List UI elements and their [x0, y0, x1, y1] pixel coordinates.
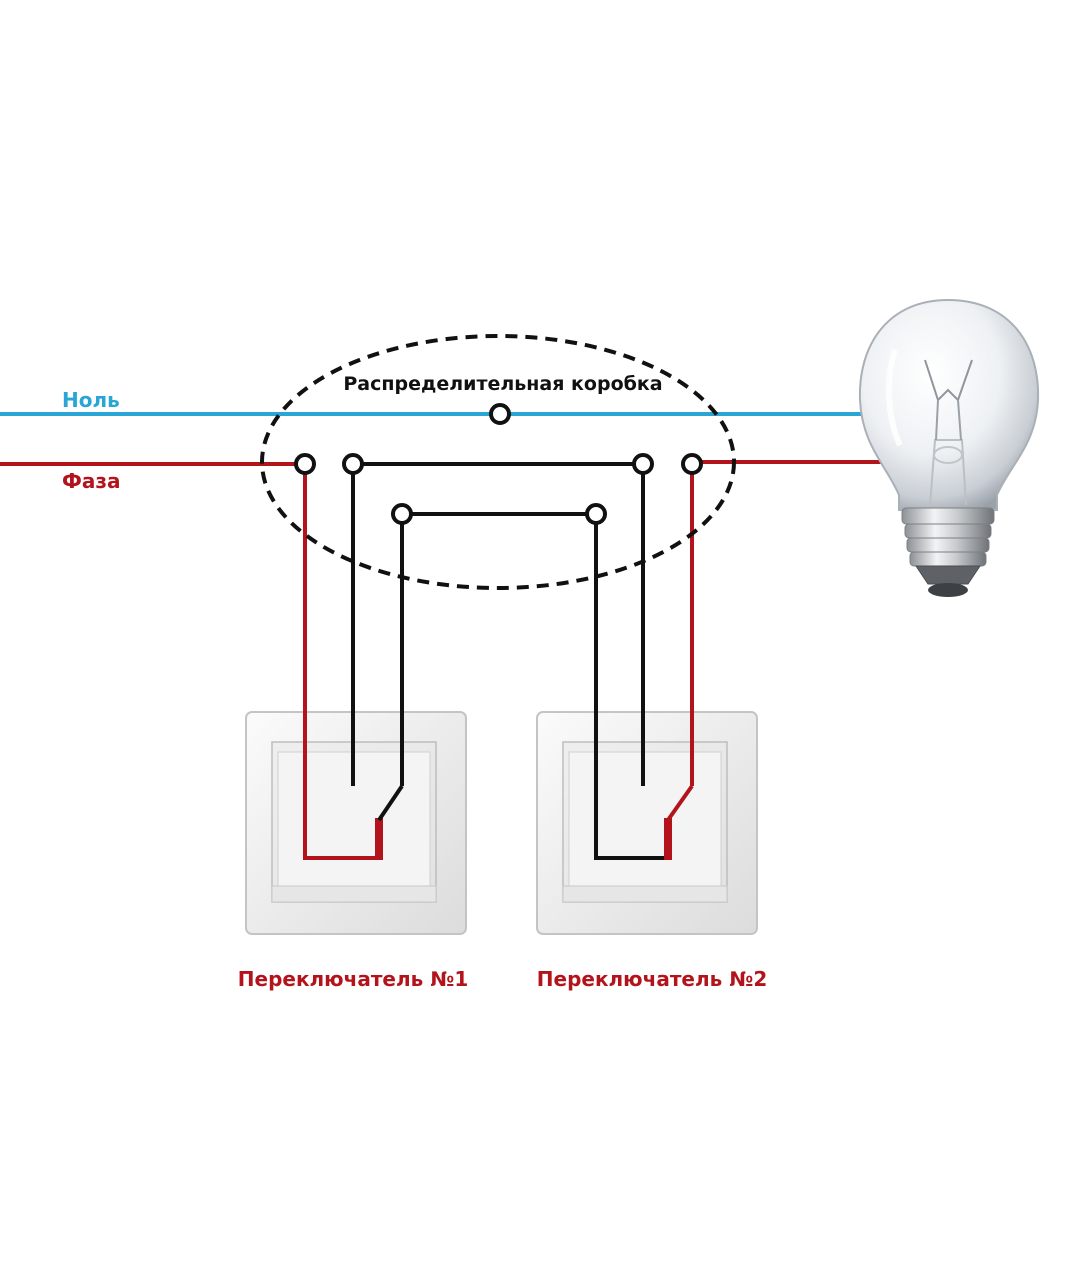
- switch-1: [245, 711, 467, 935]
- terminal-switch1-b: [391, 503, 413, 525]
- terminal-switch2-a: [585, 503, 607, 525]
- junction-box-label: Распределительная коробка: [343, 373, 662, 395]
- switch1-label: Переключатель №1: [238, 967, 468, 991]
- switch2-lever: [666, 784, 694, 822]
- terminal-switch1-a: [342, 453, 364, 475]
- switch2-traveler-a: [594, 524, 670, 860]
- terminal-switch2-b: [632, 453, 654, 475]
- switch1-phase-wire: [303, 474, 381, 860]
- switch-2: [536, 711, 758, 935]
- light-switch-icon: [536, 711, 758, 935]
- junction-box-outline: [260, 334, 736, 590]
- phase-label: Фаза: [62, 469, 120, 493]
- terminals: [294, 403, 703, 525]
- switch1-lever: [377, 784, 404, 822]
- switch2-label: Переключатель №2: [537, 967, 767, 991]
- terminal-lamp-phase: [681, 453, 703, 475]
- terminal-neutral: [489, 403, 511, 425]
- light-switch-icon: [245, 711, 467, 935]
- terminal-phase-in: [294, 453, 316, 475]
- light-bulb-icon: [858, 298, 1040, 597]
- neutral-label: Ноль: [62, 388, 120, 412]
